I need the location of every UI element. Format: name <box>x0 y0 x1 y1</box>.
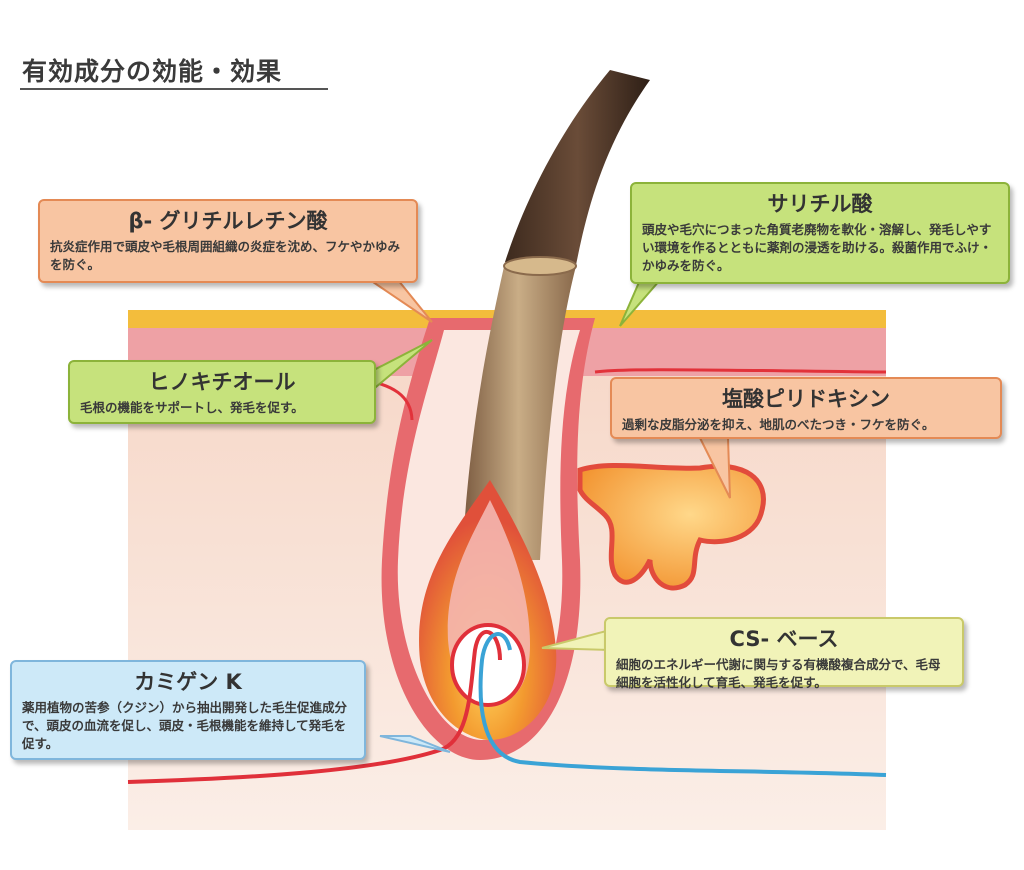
callout-title: カミゲン K <box>134 670 242 694</box>
callout-title: サリチル酸 <box>767 192 873 216</box>
callout-title: CS- ベース <box>729 627 839 651</box>
callout-body: 頭皮や毛穴につまった角質老廃物を軟化・溶解し、発毛しやすい環境を作るとともに薬剤… <box>642 222 993 273</box>
callout-body: 過剰な皮脂分泌を抑え、地肌のべたつき・フケを防ぐ。 <box>622 417 935 432</box>
callout-body: 細胞のエネルギー代謝に関与する有機酸複合成分で、毛母細胞を活性化して育毛、発毛を… <box>616 657 941 690</box>
callout-hinokitiol: ヒノキチオール 毛根の機能をサポートし、発毛を促す。 <box>68 360 376 424</box>
callout-title: 塩酸ピリドキシン <box>722 387 890 411</box>
papilla-core <box>450 623 526 707</box>
callout-salicylic-acid: サリチル酸 頭皮や毛穴につまった角質老廃物を軟化・溶解し、発毛しやすい環境を作る… <box>630 182 1010 284</box>
blood-vessel-red <box>127 629 502 784</box>
callout-body: 抗炎症作用で頭皮や毛根周囲組織の炎症を沈め、フケやかゆみを防ぐ。 <box>50 239 401 272</box>
callout-pyridoxine-hydrochloride: 塩酸ピリドキシン 過剰な皮脂分泌を抑え、地肌のべたつき・フケを防ぐ。 <box>610 377 1002 439</box>
nerve-line-right <box>594 368 887 374</box>
callout-glycyrrhetinic-acid: β- グリチルレチン酸 抗炎症作用で頭皮や毛根周囲組織の炎症を沈め、フケやかゆみ… <box>38 199 418 283</box>
callout-title: ヒノキチオール <box>148 370 296 394</box>
sebaceous-gland <box>577 462 766 591</box>
title-underline <box>20 88 328 90</box>
callout-cs-base: CS- ベース 細胞のエネルギー代謝に関与する有機酸複合成分で、毛母細胞を活性化… <box>604 617 964 690</box>
pointer-kamigen <box>379 735 451 753</box>
callout-title: β- グリチルレチン酸 <box>128 209 328 233</box>
hair-shaft-cut <box>503 256 577 276</box>
callout-kamigen-k: カミゲン K 薬用植物の苦参（クジン）から抽出開発した毛生促進成分で、頭皮の血流… <box>10 660 366 760</box>
page-title: 有効成分の効能・効果 <box>22 57 283 86</box>
callout-body: 毛根の機能をサポートし、発毛を促す。 <box>80 400 304 415</box>
hair-shaft-outer <box>505 70 650 270</box>
callout-body: 薬用植物の苦参（クジン）から抽出開発した毛生促進成分で、頭皮の血流を促し、頭皮・… <box>22 700 348 751</box>
blood-vessel-blue <box>478 632 887 777</box>
